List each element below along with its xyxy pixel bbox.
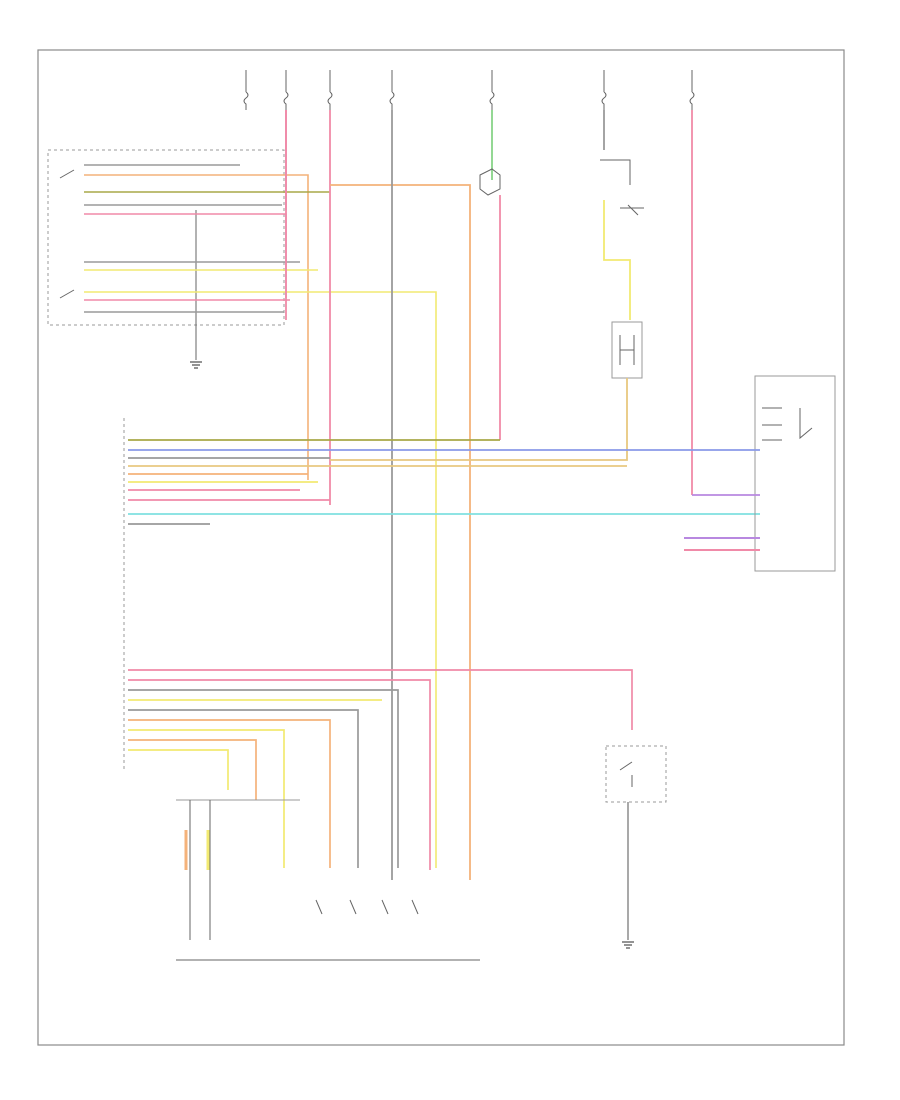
diagram-frame [37,49,845,1046]
fuse-7-symbol [689,70,695,110]
cluster-lamps [762,407,813,441]
clutch-switch-symbol [600,159,644,216]
wire-clutch-yellow [603,200,631,320]
harness-l-pink [128,669,633,730]
harness-l-yellow-3 [128,749,229,790]
wire-relay-orange [84,174,309,480]
transfer-case-relay [47,149,285,369]
harness-l-gray [128,689,399,868]
wire-neutral-out [330,378,628,461]
instrument-cluster [684,375,836,572]
fuse-1-symbol [243,70,249,110]
manual-trans-switch [605,745,667,949]
fuse-6-symbol [601,70,607,110]
harness-l-orange [128,719,331,868]
neutral-relay-internals [619,335,635,365]
wire-relay-yellow-2 [84,291,437,868]
wire-orange-long [330,184,471,880]
brake-switch-symbol [479,168,501,196]
harness-l-yellow-2 [128,729,285,868]
cluster-box [754,375,836,572]
harness-l-gray-2 [128,709,359,868]
manual-trans-ground-symbol [622,941,634,949]
relay-contacts [59,169,75,299]
relay-wires [84,164,437,868]
wire-relay-pink [84,213,287,298]
fuse-5-symbol [489,70,495,110]
fuse-4-symbol [389,70,395,110]
neutral-relay [330,321,643,461]
harness-l-orange-2 [128,739,257,800]
relay-box-outline [47,149,285,326]
transfer-case-motor [176,799,480,961]
harness-l-pink-2 [128,679,431,870]
brake-switch [479,168,501,196]
manual-trans-switch-box [605,745,667,803]
lower-harness [128,669,633,870]
fuse-3-symbol [327,70,333,110]
upper-harness [128,439,760,525]
encoder-switches [315,899,419,915]
motor-wires-left [189,800,211,940]
fuse-2-symbol [283,70,289,110]
power-sources [243,70,695,110]
fuse-feed-wires [285,110,693,880]
clutch-switch [600,159,644,216]
manual-trans-switch-contacts [619,761,633,787]
relay-ground-symbol [190,361,202,369]
